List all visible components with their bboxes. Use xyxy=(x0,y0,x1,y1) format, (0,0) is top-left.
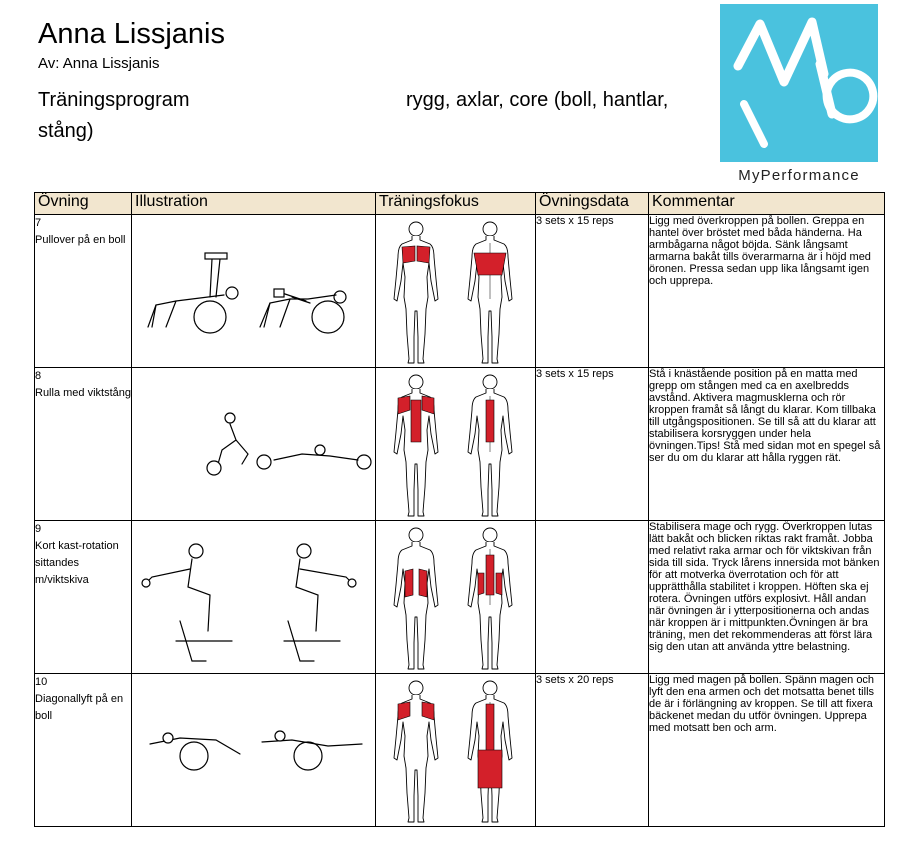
illustration-cell xyxy=(131,367,376,521)
table-row: 10 Diagonallyft på en boll xyxy=(34,673,885,827)
col-header-illustration: Illustration xyxy=(131,192,376,215)
muscle-focus-obliques xyxy=(393,527,513,670)
table-row: 9 Kort kast-rotation sittandes m/viktski… xyxy=(34,520,885,674)
table-row: 8 Rulla med viktstång xyxy=(34,367,885,521)
focus-cell xyxy=(375,520,536,674)
exercise-cell: 8 Rulla med viktstång xyxy=(34,367,132,521)
exercise-cell: 9 Kort kast-rotation sittandes m/viktski… xyxy=(34,520,132,674)
barbell-rollout-illustration xyxy=(206,412,372,476)
table-header-row: Övning Illustration Träningsfokus Övning… xyxy=(34,192,885,215)
muscle-focus-chest-lats xyxy=(393,221,513,364)
col-header-focus: Träningsfokus xyxy=(375,192,536,215)
focus-cell xyxy=(375,673,536,827)
col-header-exercise: Övning xyxy=(34,192,132,215)
muscle-focus-shoulders-abs xyxy=(393,374,513,517)
focus-cell xyxy=(375,367,536,521)
muscle-focus-back-glutes xyxy=(393,680,513,823)
col-header-data: Övningsdata xyxy=(535,192,649,215)
exercise-comment: Ligg med magen på bollen. Spänn magen oc… xyxy=(648,673,885,827)
focus-cell xyxy=(375,214,536,368)
exercise-data: 3 sets x 15 reps xyxy=(535,367,649,521)
table-row: 7 Pullover på en boll xyxy=(34,214,885,368)
exercise-name: Diagonallyft på en boll xyxy=(35,693,124,722)
exercise-data xyxy=(535,520,649,674)
exercise-data: 3 sets x 15 reps xyxy=(535,214,649,368)
exercise-cell: 7 Pullover på en boll xyxy=(34,214,132,368)
program-focus: rygg, axlar, core (boll, hantlar, xyxy=(406,89,669,111)
author-line: Av: Anna Lissjanis xyxy=(38,55,160,72)
exercise-name: Pullover på en boll xyxy=(35,234,126,246)
exercise-number: 9 xyxy=(35,523,42,535)
seated-rotation-illustration xyxy=(141,543,357,662)
illustration-cell xyxy=(131,520,376,674)
exercise-comment: Stå i knästående position på en matta me… xyxy=(648,367,885,521)
exercise-number: 7 xyxy=(35,217,42,229)
exercise-number: 10 xyxy=(35,676,48,688)
pullover-illustration xyxy=(147,252,347,334)
diagonal-lift-illustration xyxy=(149,730,363,771)
program-focus-wrap: stång) xyxy=(38,120,94,142)
exercise-number: 8 xyxy=(35,370,42,382)
exercise-name: Rulla med viktstång xyxy=(35,387,131,399)
exercise-comment: Ligg med överkroppen på bollen. Greppa e… xyxy=(648,214,885,368)
exercise-name: Kort kast-rotation sittandes m/viktskiva xyxy=(35,540,119,586)
illustration-cell xyxy=(131,673,376,827)
exercise-table: Övning Illustration Träningsfokus Övning… xyxy=(34,192,885,827)
col-header-comment: Kommentar xyxy=(648,192,885,215)
exercise-data: 3 sets x 20 reps xyxy=(535,673,649,827)
athlete-name: Anna Lissjanis xyxy=(38,18,225,50)
exercise-cell: 10 Diagonallyft på en boll xyxy=(34,673,132,827)
logo-mark-icon xyxy=(733,17,878,148)
program-title: Träningsprogram rygg, axlar, core (boll,… xyxy=(38,85,718,142)
myperformance-logo xyxy=(720,4,878,162)
logo-wordmark: MyPerformance xyxy=(738,167,860,184)
program-label: Träningsprogram xyxy=(38,89,190,111)
illustration-cell xyxy=(131,214,376,368)
exercise-comment: Stabilisera mage och rygg. Överkroppen l… xyxy=(648,520,885,674)
